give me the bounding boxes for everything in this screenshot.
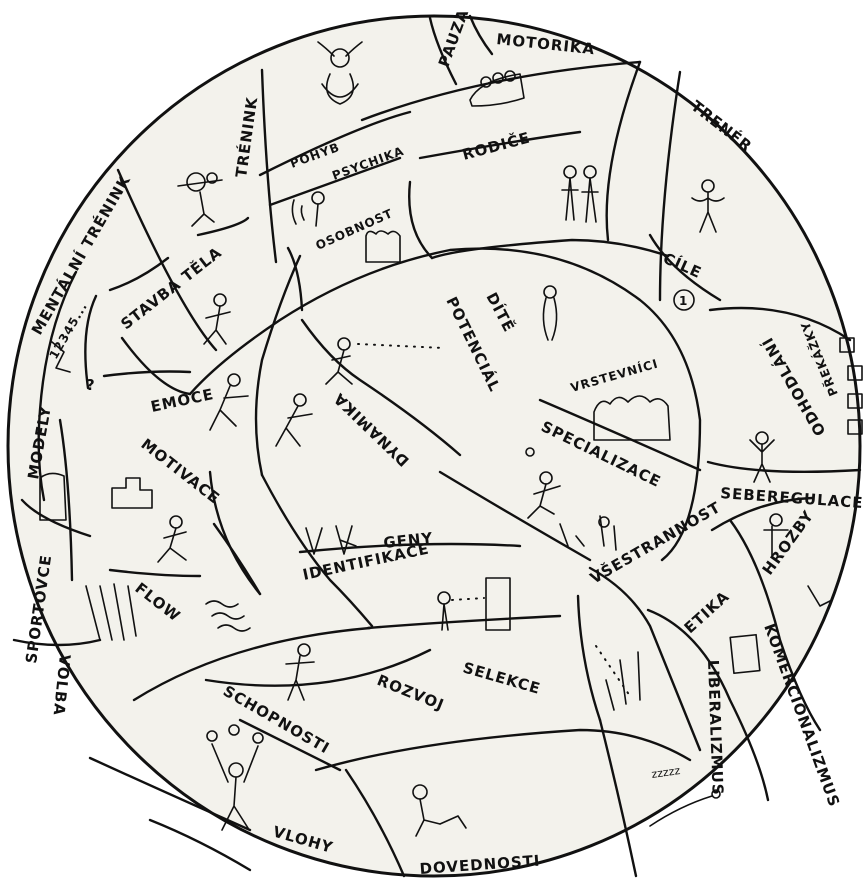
- label-question: ?: [86, 376, 96, 394]
- cile-number: 1: [679, 294, 688, 308]
- label-volba: VOLBA: [50, 654, 74, 717]
